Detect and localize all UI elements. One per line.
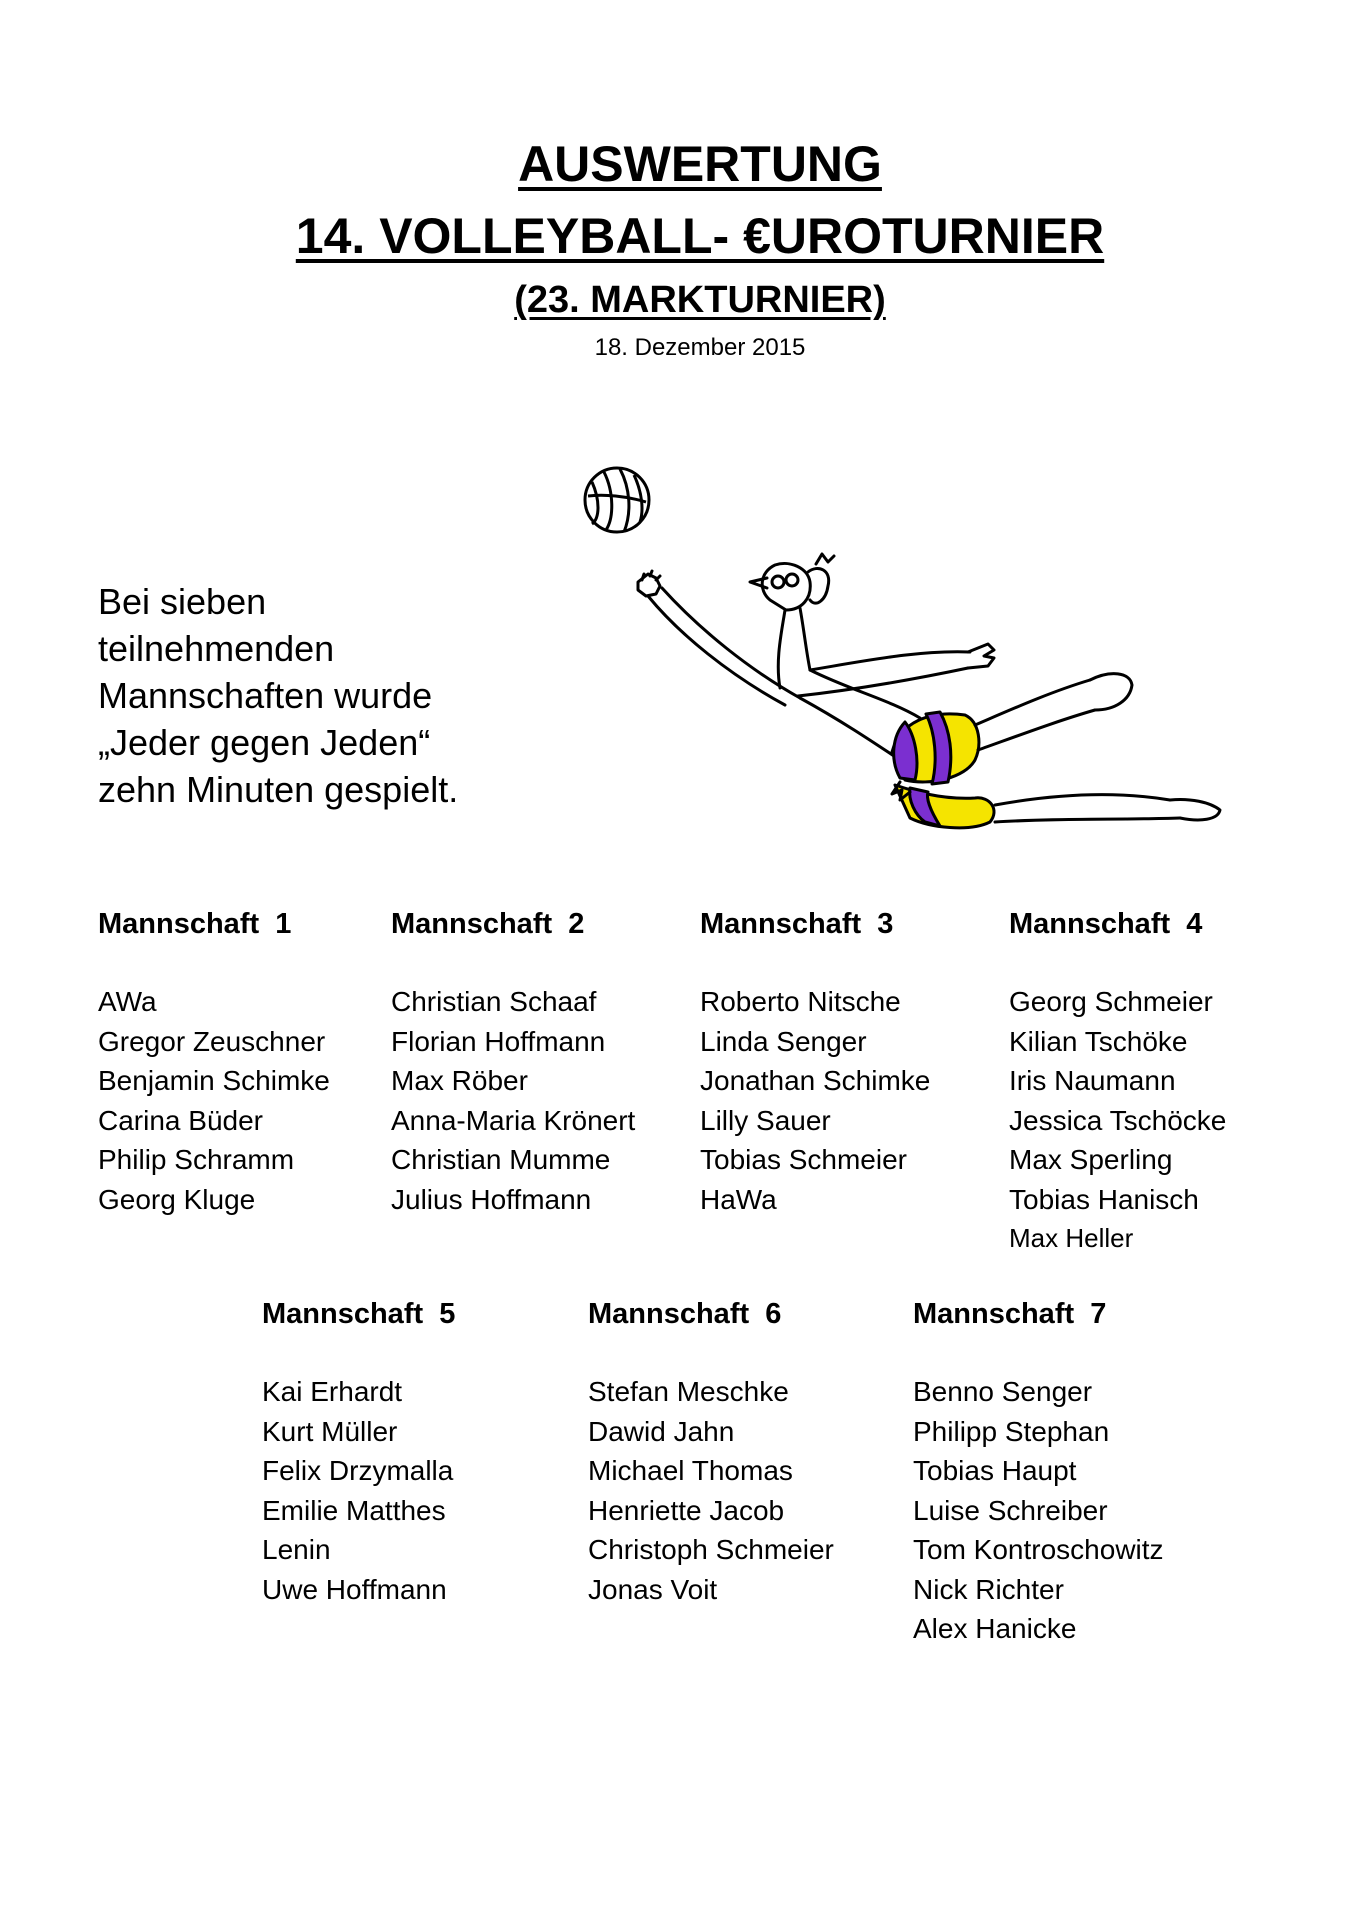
- team-member: Lilly Sauer: [700, 1104, 831, 1136]
- team-member: Julius Hoffmann: [391, 1183, 592, 1215]
- document-header: AUSWERTUNG 14. VOLLEYBALL- €UROTURNIER (…: [0, 128, 1357, 366]
- team-member: Georg Kluge: [98, 1183, 256, 1215]
- team-title: Mannschaft 4: [1009, 908, 1203, 940]
- team-title: Mannschaft 7: [913, 1298, 1107, 1330]
- shorts: [890, 710, 996, 830]
- team-member: Linda Senger: [700, 1025, 867, 1057]
- team-member: HaWa: [700, 1183, 777, 1215]
- team-member: Tobias Schmeier: [700, 1144, 907, 1175]
- volleyball-icon: [583, 466, 651, 534]
- team-member: Michael Thomas: [588, 1455, 793, 1486]
- title-line-3: (23. MARKTURNIER): [514, 279, 886, 321]
- team-member: Henriette Jacob: [588, 1494, 785, 1526]
- volleyball-player-illustration: [583, 466, 1222, 830]
- team-member: Dawid Jahn: [588, 1415, 735, 1447]
- team-5: Mannschaft 5 Kai Erhardt Kurt Müller Fel…: [262, 1296, 455, 1609]
- team-title: Mannschaft 1: [98, 908, 292, 940]
- title-line-1: AUSWERTUNG: [518, 136, 882, 192]
- team-member: Tobias Hanisch: [1009, 1183, 1199, 1215]
- team-member: Anna-Maria Krönert: [391, 1104, 636, 1136]
- intro-line: Bei sieben: [98, 581, 267, 622]
- title-line-2: 14. VOLLEYBALL- €UROTURNIER: [295, 208, 1105, 264]
- team-member: Jonathan Schimke: [700, 1065, 931, 1096]
- team-member: Carina Büder: [98, 1104, 263, 1136]
- team-member: Max Heller: [1009, 1223, 1134, 1253]
- team-title: Mannschaft 5: [262, 1298, 456, 1330]
- team-title: Mannschaft 2: [391, 908, 585, 940]
- team-member: Luise Schreiber: [913, 1494, 1108, 1526]
- team-4: Mannschaft 4 Georg Schmeier Kilian Tschö…: [1009, 906, 1226, 1257]
- team-member: Philipp Stephan: [913, 1415, 1110, 1447]
- team-member: Alex Hanicke: [913, 1613, 1077, 1644]
- team-member: Philip Schramm: [98, 1144, 295, 1175]
- team-title: Mannschaft 6: [588, 1298, 782, 1330]
- team-member: Benjamin Schimke: [98, 1065, 330, 1096]
- team-member: Christian Mumme: [391, 1144, 611, 1175]
- team-member: Kilian Tschöke: [1009, 1025, 1188, 1057]
- team-member: Emilie Matthes: [262, 1494, 446, 1526]
- team-member: Benno Senger: [913, 1376, 1093, 1407]
- team-member: Florian Hoffmann: [391, 1025, 606, 1057]
- event-date: 18. Dezember 2015: [594, 334, 806, 361]
- team-title: Mannschaft 3: [700, 908, 894, 940]
- team-member: Roberto Nitsche: [700, 986, 901, 1017]
- intro-line: „Jeder gegen Jeden“: [98, 722, 431, 763]
- team-member: Stefan Meschke: [588, 1376, 789, 1407]
- team-member: Lenin: [262, 1534, 331, 1565]
- intro-line: teilnehmenden: [98, 628, 335, 669]
- team-7: Mannschaft 7 Benno Senger Philipp Stepha…: [913, 1296, 1164, 1649]
- team-member: Christoph Schmeier: [588, 1534, 834, 1565]
- team-member: Max Sperling: [1009, 1144, 1173, 1175]
- team-6: Mannschaft 6 Stefan Meschke Dawid Jahn M…: [588, 1296, 834, 1609]
- team-member: Iris Naumann: [1009, 1065, 1176, 1096]
- team-member: Gregor Zeuschner: [98, 1025, 326, 1057]
- team-member: Uwe Hoffmann: [262, 1573, 447, 1605]
- team-member: Tom Kontroschowitz: [913, 1534, 1164, 1565]
- team-member: Tobias Haupt: [913, 1455, 1077, 1486]
- team-member: Felix Drzymalla: [262, 1455, 454, 1486]
- intro-line: zehn Minuten gespielt.: [98, 769, 459, 810]
- team-member: Kurt Müller: [262, 1415, 398, 1447]
- team-1: Mannschaft 1 AWa Gregor Zeuschner Benjam…: [98, 906, 330, 1219]
- intro-text: Bei sieben teilnehmenden Mannschaften wu…: [98, 578, 558, 813]
- player-figure: [636, 552, 1222, 830]
- team-2: Mannschaft 2 Christian Schaaf Florian Ho…: [391, 906, 635, 1219]
- team-member: Christian Schaaf: [391, 986, 597, 1017]
- team-member: Jonas Voit: [588, 1573, 718, 1605]
- team-member: Max Röber: [391, 1065, 528, 1096]
- team-member: Nick Richter: [913, 1573, 1064, 1605]
- team-member: Kai Erhardt: [262, 1376, 403, 1407]
- team-member: Jessica Tschöcke: [1009, 1104, 1227, 1136]
- team-member: AWa: [98, 986, 157, 1017]
- team-member: Georg Schmeier: [1009, 986, 1213, 1017]
- intro-line: Mannschaften wurde: [98, 675, 433, 716]
- team-3: Mannschaft 3 Roberto Nitsche Linda Senge…: [700, 906, 930, 1219]
